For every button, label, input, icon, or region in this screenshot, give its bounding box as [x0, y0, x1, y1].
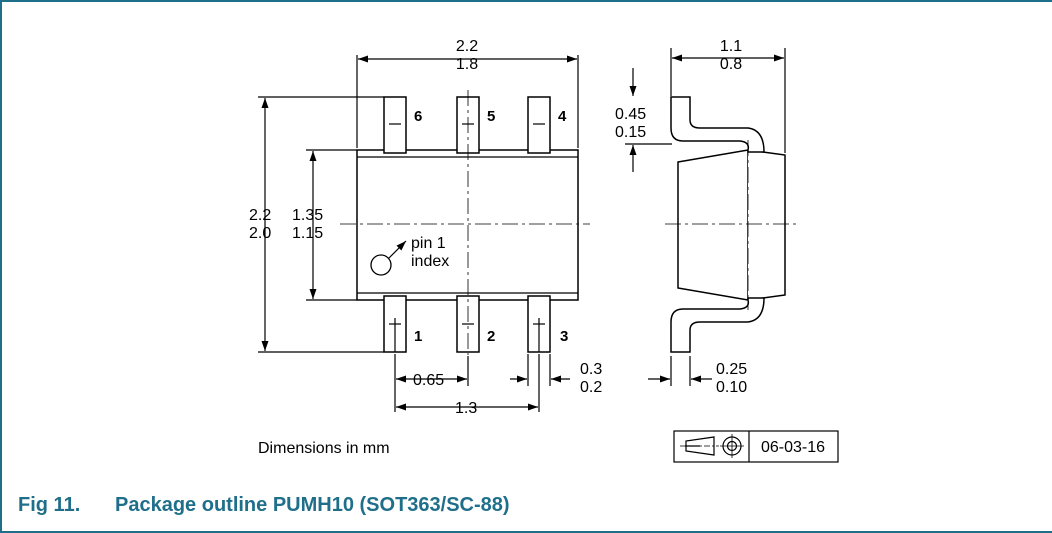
dim-overall-height-min: 2.0 — [249, 225, 271, 242]
dim-side-width-min: 0.8 — [720, 56, 742, 73]
frame-border-bottom — [0, 531, 1052, 533]
figure-title: Package outline PUMH10 (SOT363/SC-88) — [115, 494, 510, 516]
dim-lead-height-max: 0.45 — [615, 106, 646, 123]
dim-lead-width-max: 0.3 — [580, 361, 602, 378]
dim-body-height-min: 1.15 — [292, 225, 323, 242]
figure-number: Fig 11. — [18, 494, 81, 516]
pin-index-text-1: pin 1 — [411, 235, 446, 252]
dim-pitch-value: 0.65 — [413, 372, 444, 389]
pin-label-2: 2 — [487, 328, 495, 345]
figure-caption: Fig 11. Package outline PUMH10 (SOT363/SC… — [18, 494, 510, 517]
side-lead-upper — [670, 96, 765, 153]
projection-icon — [680, 434, 744, 458]
dim-side-width-max: 1.1 — [720, 38, 742, 55]
dim-lead-width-min: 0.2 — [580, 379, 602, 396]
dim-body-height-max: 1.35 — [292, 207, 323, 224]
pin-label-1: 1 — [414, 328, 422, 345]
side-lead-lower — [670, 297, 765, 353]
side-body-right — [747, 149, 786, 301]
pin-label-3: 3 — [560, 328, 568, 345]
pin-index-text-2: index — [411, 253, 449, 270]
side-body-left — [677, 149, 749, 301]
pin1-index-mark — [370, 254, 392, 276]
projection-symbol-box — [673, 430, 839, 463]
frame-border-left — [0, 0, 2, 533]
pin-label-5: 5 — [487, 108, 495, 125]
package-body — [356, 149, 579, 301]
dim-pin-span-value: 1.3 — [455, 400, 477, 417]
lead-6 — [383, 96, 407, 154]
dim-top-width-min: 1.8 — [456, 56, 478, 73]
units-note: Dimensions in mm — [258, 440, 390, 457]
dim-lead-height-min: 0.15 — [615, 124, 646, 141]
date-code: 06-03-16 — [761, 439, 825, 456]
frame-border-top — [0, 0, 1052, 2]
top-view — [258, 55, 590, 412]
package-outline-drawing: 6 5 4 1 2 3 2.2 1.8 2.2 2.0 1.35 1.15 pi… — [249, 38, 839, 463]
pin-label-6: 6 — [414, 108, 422, 125]
dim-lead-thickness-max: 0.25 — [716, 361, 747, 378]
dim-lead-thickness-min: 0.10 — [716, 379, 747, 396]
dim-top-width-max: 2.2 — [456, 38, 478, 55]
side-view — [625, 48, 800, 386]
dim-overall-height-max: 2.2 — [249, 207, 271, 224]
pin-label-4: 4 — [558, 108, 567, 125]
lead-4 — [527, 96, 551, 154]
